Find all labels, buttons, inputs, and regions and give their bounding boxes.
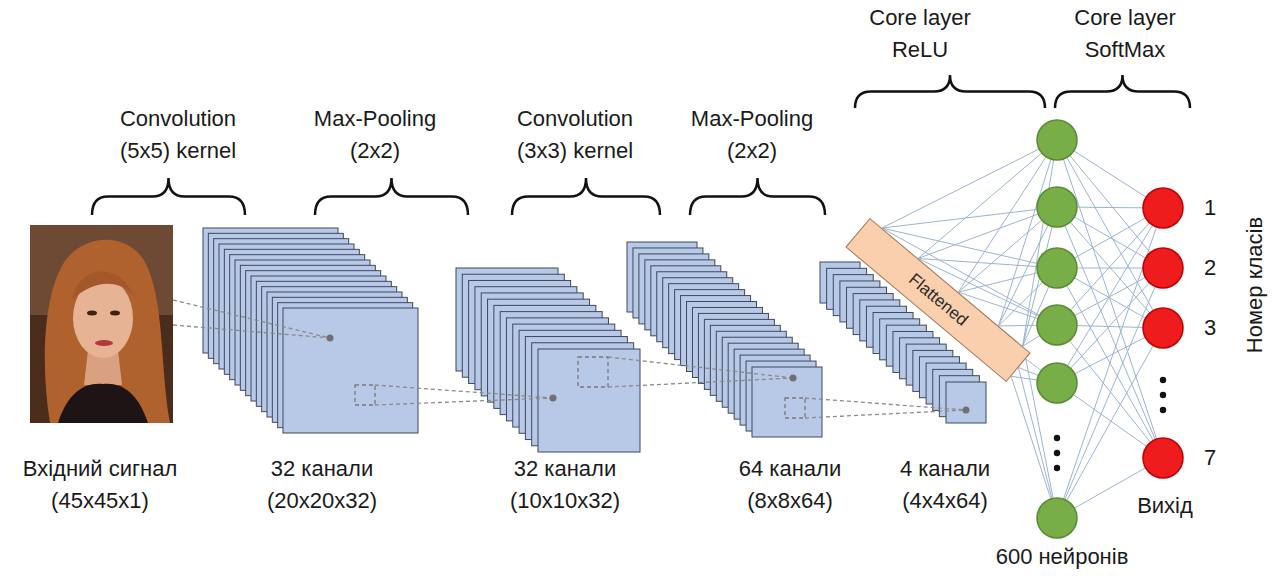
projection-dot [790, 375, 797, 382]
ellipsis-dot [1054, 435, 1060, 441]
layer-label: Max-Pooling (2x2) [677, 103, 827, 167]
projection-line [608, 378, 793, 387]
neuron-count: 600 нейронів [977, 541, 1147, 573]
connection-line [1057, 328, 1163, 518]
connection-line [1057, 140, 1163, 458]
curly-brace [690, 178, 825, 215]
ellipsis-dot [1160, 407, 1166, 413]
photo-background [30, 225, 173, 423]
projection-line [608, 357, 793, 378]
relu-neuron [1037, 248, 1077, 288]
softmax-neuron [1143, 248, 1183, 288]
curly-brace [92, 178, 245, 215]
class-number: 3 [1195, 312, 1225, 344]
softmax-neuron [1143, 438, 1183, 478]
feature-map-stack [627, 242, 822, 437]
ellipsis-dot [1160, 377, 1166, 383]
axis-label: Номер класів [1239, 200, 1271, 370]
output-label: Вихід [1120, 490, 1210, 522]
relu-neuron [1037, 498, 1077, 538]
class-number: 2 [1195, 252, 1225, 284]
connection-line [998, 140, 1057, 326]
feature-map-stack [456, 268, 640, 452]
feature-map [752, 367, 822, 437]
photo-hair [45, 240, 170, 423]
relu-neuron [1037, 305, 1077, 345]
projection-line [173, 325, 330, 338]
class-number: 1 [1195, 192, 1225, 224]
photo-lips [95, 340, 113, 346]
connection-line [1057, 208, 1163, 518]
connection-line [882, 207, 1057, 228]
shape-caption: 32 канали (10x10x32) [485, 453, 645, 517]
ellipsis-dot [1160, 392, 1166, 398]
projection-dot [327, 335, 334, 342]
relu-neuron [1037, 120, 1077, 160]
kernel-window [355, 385, 375, 405]
shape-caption: 32 канали (20x20x32) [242, 453, 402, 517]
projection-dot [963, 407, 970, 414]
softmax-neuron [1143, 308, 1183, 348]
projection-line [805, 410, 966, 418]
curly-brace [855, 75, 1045, 108]
photo-shirt [58, 384, 148, 423]
softmax-neuron [1143, 188, 1183, 228]
feature-map [946, 382, 986, 423]
projection-line [805, 398, 966, 410]
layer-label: Core layer ReLU [855, 2, 985, 66]
class-number: 7 [1195, 442, 1225, 474]
connection-line [918, 207, 1057, 258]
layer-label: Max-Pooling (2x2) [300, 103, 450, 167]
shape-caption: Вхідний сигнал (45x45x1) [8, 453, 193, 517]
ellipsis-dot [1054, 465, 1060, 471]
neurons [1037, 120, 1183, 538]
projection-line [375, 385, 553, 398]
photo-eye [87, 311, 97, 316]
feature-map [538, 349, 640, 452]
kernel-window [785, 398, 805, 418]
projection-dot [550, 395, 557, 402]
curly-brace [512, 178, 660, 215]
photo-eye [110, 311, 120, 316]
feature-map-stack [203, 228, 418, 433]
projection-line [173, 300, 330, 338]
relu-neuron [1037, 363, 1077, 403]
layer-label: Core layer SoftMax [1060, 2, 1190, 66]
layer-label: Convolution (5x5) kernel [103, 103, 253, 167]
shape-caption: 4 канали (4x4x64) [875, 453, 1015, 517]
input-photo [30, 225, 173, 423]
brackets [92, 75, 1190, 215]
ellipsis-dot [1054, 450, 1060, 456]
projection-line [375, 398, 553, 405]
shape-caption: 64 канали (8x8x64) [710, 453, 870, 517]
layer-label: Convolution (3x3) kernel [500, 103, 650, 167]
relu-neuron [1037, 187, 1077, 227]
curly-brace [1055, 75, 1190, 108]
feature-map [283, 308, 418, 433]
kernel-window [578, 357, 608, 387]
receptive-field-lines [173, 300, 970, 418]
curly-brace [315, 178, 468, 215]
photo-fringe [72, 272, 134, 300]
